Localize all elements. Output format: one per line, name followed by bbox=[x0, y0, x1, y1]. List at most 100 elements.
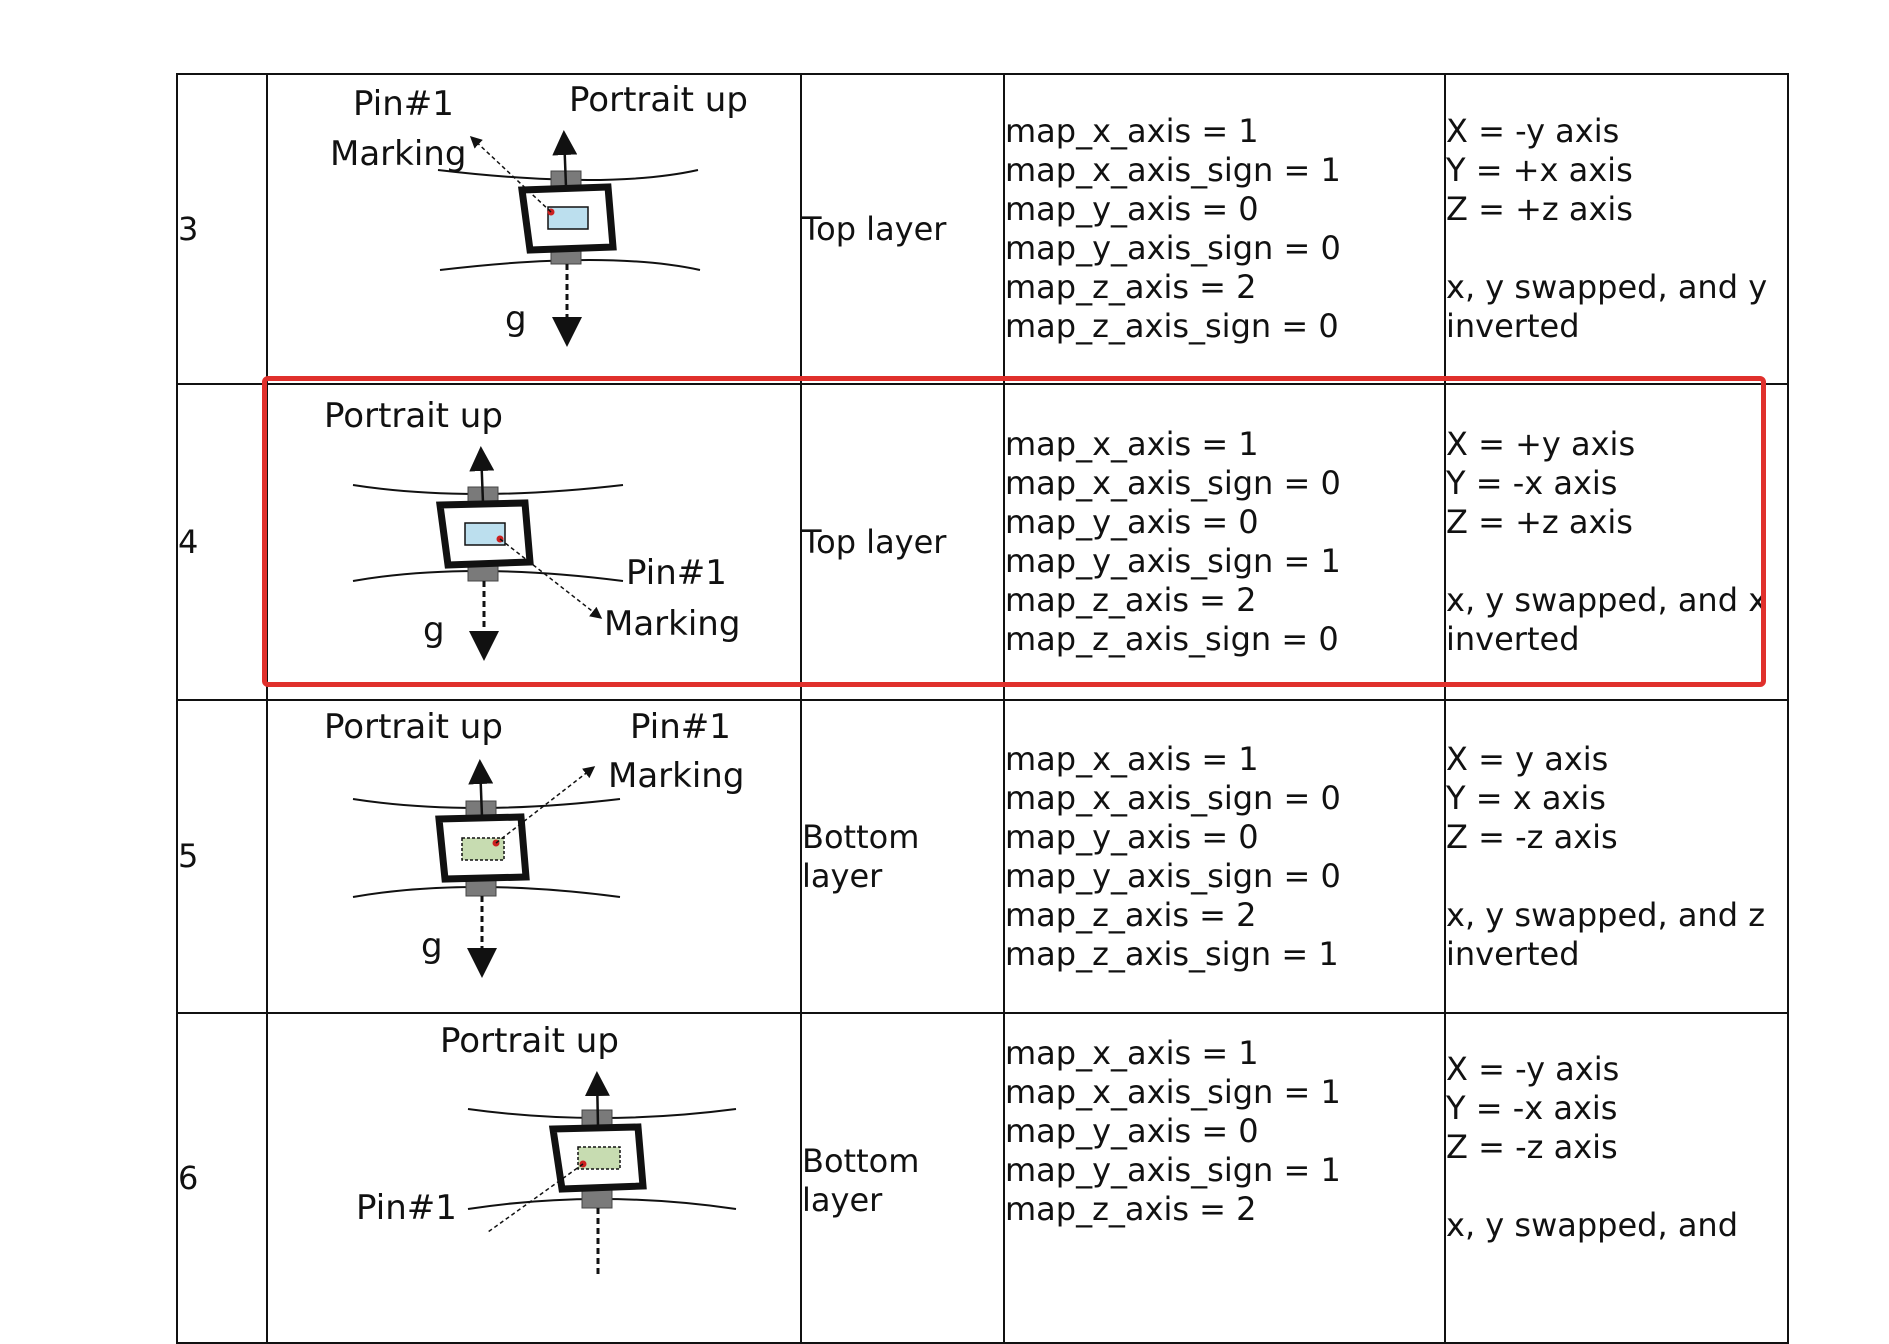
register-config-cell: map_x_axis = 1 map_x_axis_sign = 1 map_y… bbox=[1003, 73, 1446, 385]
note-line: x, y swapped, and x bbox=[1446, 581, 1768, 619]
note-line: inverted bbox=[1446, 934, 1580, 973]
config-line: map_x_axis_sign = 1 bbox=[1005, 151, 1341, 189]
sensor-die bbox=[464, 522, 506, 546]
layer-cell: Bottom layer bbox=[800, 1012, 1005, 1344]
layer-cell: Top layer bbox=[800, 383, 1005, 701]
config-line: map_x_axis = 1 bbox=[1005, 739, 1259, 778]
pin1-arrow bbox=[469, 135, 552, 213]
phone-outline-bottom bbox=[439, 259, 701, 271]
portrait-up-arrow bbox=[468, 759, 494, 818]
table-row: 5 Portrait up Pin#1 Marking g Bottom bbox=[176, 699, 1789, 1014]
config-line: map_y_axis_sign = 0 bbox=[1005, 856, 1341, 895]
table-row: 6 Portrait up Pin#1 Bottom layer map_ bbox=[176, 1012, 1789, 1344]
layer-text: Top layer bbox=[802, 522, 947, 561]
layer-cell: Top layer bbox=[800, 73, 1005, 385]
pin1-label: Pin#1 bbox=[356, 1188, 457, 1228]
config-line: map_y_axis = 0 bbox=[1005, 817, 1259, 856]
portrait-up-label: Portrait up bbox=[324, 707, 503, 747]
result-line: Z = -z axis bbox=[1446, 817, 1618, 856]
config-line: map_z_axis_sign = 1 bbox=[1005, 934, 1339, 973]
phone-outline-top bbox=[437, 169, 699, 181]
result-line: Z = +z axis bbox=[1446, 190, 1633, 228]
pin1-label: Pin#1 bbox=[630, 707, 731, 747]
config-line: map_z_axis = 2 bbox=[1005, 895, 1257, 934]
note-line: x, y swapped, and y bbox=[1446, 268, 1768, 306]
pin1-arrow bbox=[499, 538, 603, 619]
config-line: map_x_axis = 1 bbox=[1005, 112, 1259, 150]
layer-text: Top layer bbox=[802, 209, 947, 248]
row-number: 5 bbox=[176, 699, 268, 1014]
portrait-up-label: Portrait up bbox=[324, 396, 503, 436]
config-line: map_z_axis_sign = 0 bbox=[1005, 620, 1339, 658]
result-line: Z = +z axis bbox=[1446, 503, 1633, 541]
result-line: Y = x axis bbox=[1446, 778, 1606, 817]
config-line: map_z_axis = 2 bbox=[1005, 268, 1257, 306]
result-line: Y = -x axis bbox=[1446, 1089, 1618, 1127]
config-line: map_x_axis = 1 bbox=[1005, 1034, 1259, 1072]
g-label: g bbox=[421, 926, 443, 966]
pin1-label: Pin#1 bbox=[626, 553, 727, 593]
orientation-diagram-svg: Portrait up Pin#1 Marking g bbox=[324, 396, 740, 661]
axis-remap-table: 3 Pin#1 Marking Portrait up bbox=[176, 73, 1789, 1344]
config-line: map_x_axis = 1 bbox=[1005, 425, 1259, 463]
config-line: map_y_axis = 0 bbox=[1005, 1112, 1259, 1150]
orientation-diagram: Portrait up Pin#1 Marking g bbox=[266, 383, 802, 701]
result-line: X = y axis bbox=[1446, 739, 1609, 778]
orientation-diagram-svg: Pin#1 Marking Portrait up g bbox=[330, 80, 748, 347]
sensor-die bbox=[577, 1146, 621, 1170]
config-line: map_y_axis_sign = 0 bbox=[1005, 229, 1341, 267]
config-line: map_x_axis_sign = 0 bbox=[1005, 778, 1341, 817]
note-line: x, y swapped, and z bbox=[1446, 895, 1765, 934]
document-page: 3 Pin#1 Marking Portrait up bbox=[176, 73, 1789, 1344]
portrait-up-arrow bbox=[552, 130, 578, 188]
row-number: 6 bbox=[176, 1012, 268, 1344]
result-cell: X = y axis Y = x axis Z = -z axis x, y s… bbox=[1444, 699, 1789, 1014]
result-line: X = -y axis bbox=[1446, 1050, 1620, 1088]
layer-text: Bottom bbox=[802, 1142, 920, 1180]
layer-text: layer bbox=[802, 1181, 883, 1219]
orientation-diagram: Pin#1 Marking Portrait up g bbox=[266, 73, 802, 385]
result-line: Y = +x axis bbox=[1446, 151, 1633, 189]
g-label: g bbox=[423, 610, 445, 650]
table-row: 4 Portrait up Pin#1 Marking g Top layer bbox=[176, 383, 1789, 701]
result-cell: X = +y axis Y = -x axis Z = +z axis x, y… bbox=[1444, 383, 1789, 701]
config-line: map_z_axis = 2 bbox=[1005, 581, 1257, 619]
layer-cell: Bottom layer bbox=[800, 699, 1005, 1014]
row-number: 4 bbox=[176, 383, 268, 701]
register-config-cell: map_x_axis = 1 map_x_axis_sign = 0 map_y… bbox=[1003, 383, 1446, 701]
config-line: map_y_axis_sign = 1 bbox=[1005, 542, 1341, 580]
result-line: X = +y axis bbox=[1446, 425, 1636, 463]
marking-label: Marking bbox=[608, 756, 744, 796]
marking-label: Marking bbox=[604, 604, 740, 644]
note-line: x, y swapped, and bbox=[1446, 1206, 1739, 1244]
layer-text: layer bbox=[802, 856, 883, 895]
config-line: map_x_axis_sign = 1 bbox=[1005, 1073, 1341, 1111]
config-line: map_y_axis = 0 bbox=[1005, 503, 1259, 541]
portrait-up-arrow bbox=[584, 1071, 610, 1128]
note-line: inverted bbox=[1446, 307, 1580, 345]
portrait-up-label: Portrait up bbox=[569, 80, 748, 120]
table-row: 3 Pin#1 Marking Portrait up bbox=[176, 73, 1789, 385]
orientation-diagram: Portrait up Pin#1 Marking g bbox=[266, 699, 802, 1014]
result-line: Y = -x axis bbox=[1446, 464, 1618, 502]
config-line: map_y_axis = 0 bbox=[1005, 190, 1259, 228]
pin1-arrow bbox=[487, 1163, 584, 1233]
config-line: map_z_axis_sign = 0 bbox=[1005, 307, 1339, 345]
marking-label: Marking bbox=[330, 134, 466, 174]
orientation-diagram-svg: Portrait up Pin#1 bbox=[356, 1021, 737, 1274]
config-line: map_x_axis_sign = 0 bbox=[1005, 464, 1341, 502]
portrait-up-arrow bbox=[469, 446, 495, 504]
config-line: map_y_axis_sign = 1 bbox=[1005, 1151, 1341, 1189]
result-cell: X = -y axis Y = +x axis Z = +z axis x, y… bbox=[1444, 73, 1789, 385]
portrait-up-label: Portrait up bbox=[440, 1021, 619, 1061]
register-config-cell: map_x_axis = 1 map_x_axis_sign = 1 map_y… bbox=[1003, 1012, 1446, 1344]
sensor-die bbox=[547, 206, 589, 230]
result-line: Z = -z axis bbox=[1446, 1128, 1618, 1166]
pin1-label: Pin#1 bbox=[353, 84, 454, 124]
register-config-cell: map_x_axis = 1 map_x_axis_sign = 0 map_y… bbox=[1003, 699, 1446, 1014]
layer-text: Bottom bbox=[802, 817, 920, 856]
orientation-diagram: Portrait up Pin#1 bbox=[266, 1012, 802, 1344]
config-line: map_z_axis = 2 bbox=[1005, 1190, 1257, 1228]
row-number: 3 bbox=[176, 73, 268, 385]
orientation-diagram-svg: Portrait up Pin#1 Marking g bbox=[324, 707, 744, 978]
